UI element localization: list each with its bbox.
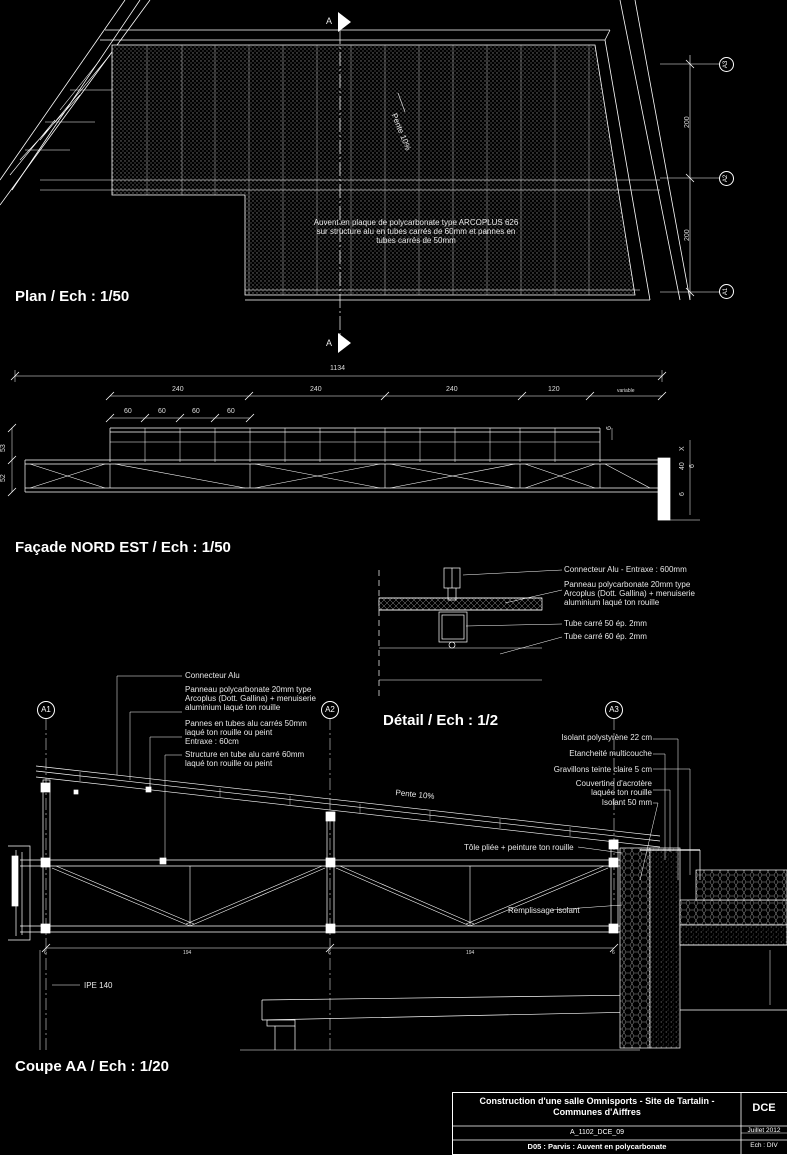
- section-marker-bottom: [338, 333, 351, 353]
- plan-dim-b: 200: [684, 229, 691, 241]
- title-block-grid: [453, 1093, 787, 1154]
- section-dim-3: 6: [44, 950, 47, 956]
- plan-axis-a1: A1: [719, 284, 734, 299]
- section-note-waterproofing: Etancheité multicouche: [569, 749, 652, 758]
- detail-view: [378, 567, 563, 700]
- title-block: Construction d'une salle Omnisports - Si…: [452, 1092, 787, 1155]
- facade-dim-2: 240: [310, 386, 322, 393]
- section-dim-5: 6: [612, 950, 615, 956]
- plan-axis-a2: A2: [719, 171, 734, 186]
- section-mark-top-label: A: [326, 16, 333, 26]
- section-note-structure: Structure en tube alu carré 60mm laqué t…: [185, 750, 305, 768]
- facade-sub-dim-2: 60: [158, 408, 166, 415]
- facade-left-dim-1: 53: [0, 444, 7, 452]
- section-note-sheet: Tôle pliée + peinture ton rouille: [464, 843, 574, 852]
- detail-title: Détail / Ech : 1/2: [383, 712, 499, 729]
- facade-sub-dim-1: 60: [124, 408, 132, 415]
- section-note-infill: Remplissage isolant: [508, 906, 580, 915]
- section-axis-a2: A2: [321, 701, 339, 719]
- section-note-panel: Panneau polycarbonate 20mm type Arcoplus…: [185, 685, 316, 712]
- section-note-ipe: IPE 140: [84, 981, 113, 990]
- facade-total-dim: 1134: [330, 365, 346, 372]
- detail-note-panel: Panneau polycarbonate 20mm type Arcoplus…: [564, 580, 695, 607]
- plan-axis-a3: A3: [719, 57, 734, 72]
- section-note-connector: Connecteur Alu: [185, 671, 240, 680]
- section-axis-a1: A1: [37, 701, 55, 719]
- facade-right-dim-3: 6: [689, 464, 696, 468]
- drawing-date: Juillet 2012: [747, 1127, 781, 1134]
- section-note-coping: Couvertine d'acrotère laquée ton rouille: [575, 779, 652, 797]
- section-marker-top: [338, 12, 351, 32]
- section-mark-bottom-label: A: [326, 338, 333, 348]
- section-dim-1: 194: [183, 950, 192, 956]
- drawing-scale: Ech : DIV: [750, 1142, 778, 1149]
- facade-title: Façade NORD EST / Ech : 1/50: [15, 539, 231, 556]
- detail-note-tube60: Tube carré 60 ép. 2mm: [564, 632, 647, 641]
- section-note-insulation50: Isolant 50 mm: [601, 798, 652, 807]
- drawing-subject: D05 : Parvis : Auvent en polycarbonate: [527, 1142, 667, 1151]
- section-title: Coupe AA / Ech : 1/20: [15, 1058, 169, 1075]
- drawing-reference: A_1102_DCE_09: [570, 1129, 624, 1136]
- facade-dim-5: variable: [617, 388, 635, 394]
- detail-note-connector: Connecteur Alu - Entraxe : 600mm: [564, 565, 687, 574]
- facade-right-dim-5: 6: [679, 492, 686, 496]
- plan-dim-a: 200: [684, 116, 691, 128]
- plan-view: [0, 0, 720, 340]
- detail-note-tube50: Tube carré 50 ép. 2mm: [564, 619, 647, 628]
- plan-description: Auvent en plaque de polycarbonate type A…: [313, 218, 519, 245]
- facade-view: [7, 370, 700, 521]
- plan-title: Plan / Ech : 1/50: [15, 288, 130, 305]
- facade-right-dim-2: X: [679, 446, 686, 451]
- section-axis-a3: A3: [605, 701, 623, 719]
- section-dim-4: 6: [328, 950, 331, 956]
- facade-right-dim-4: 40: [679, 462, 686, 470]
- section-note-gravel: Gravillons teinte claire 5 cm: [553, 765, 652, 774]
- section-view: [8, 675, 787, 1051]
- section-note-purlins: Pannes en tubes alu carrés 50mm laqué to…: [185, 719, 307, 746]
- facade-dim-1: 240: [172, 386, 184, 393]
- project-title: Construction d'une salle Omnisports - Si…: [479, 1096, 715, 1117]
- facade-left-dim-2: 52: [0, 474, 7, 482]
- section-note-insulation: Isolant polystyrène 22 cm: [561, 733, 652, 742]
- facade-dim-3: 240: [446, 386, 458, 393]
- facade-sub-dim-4: 60: [227, 408, 235, 415]
- section-dim-2: 194: [466, 950, 475, 956]
- facade-sub-dim-3: 60: [192, 408, 200, 415]
- facade-right-dim-1: 6: [606, 426, 613, 430]
- phase-label: DCE: [752, 1102, 776, 1114]
- facade-dim-4: 120: [548, 386, 560, 393]
